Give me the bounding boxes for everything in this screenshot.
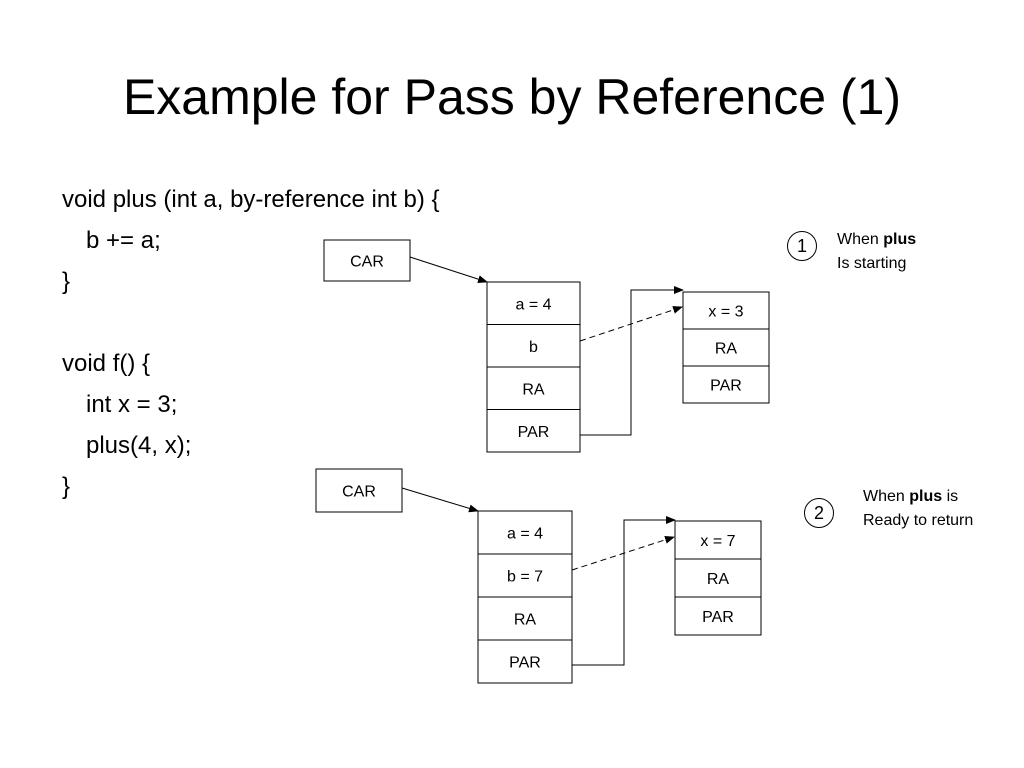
state1-f-frame-0-label: x = 3 [708, 304, 743, 321]
step-1-badge: 1 [787, 231, 817, 261]
state-1-note: When plus Is starting [837, 228, 916, 276]
state-1-note-bold: plus [883, 231, 917, 248]
state2-f-frame-0-label: x = 7 [700, 533, 735, 550]
state1-car-arrow [409, 256, 488, 284]
code-line: void f() { [62, 350, 151, 377]
code-line: plus(4, x); [86, 432, 192, 459]
state-1-note-line1: When plus [837, 228, 916, 252]
state1-plus-frame-2-label: RA [522, 381, 545, 398]
state2-car-label: CAR [342, 484, 376, 501]
state-1-note-line2: Is starting [837, 255, 907, 272]
state2-plus-frame-2-cell [477, 596, 573, 641]
state2-plus-frame-0-cell [477, 510, 573, 555]
state2-plus-frame-0-label: a = 4 [507, 526, 543, 543]
state2-f-frame-1-label: RA [707, 571, 730, 588]
state2-f-frame-1-cell [674, 558, 762, 598]
state2-plus-frame-3-cell [477, 639, 573, 684]
slide-title: Example for Pass by Reference (1) [122, 69, 902, 125]
state1-f-frame-2-label: PAR [710, 378, 742, 395]
state1-plus-frame-3-cell [486, 409, 581, 453]
state1-f-frame-1-cell [682, 328, 770, 367]
code-line: void plus (int a, by-reference int b) { [62, 186, 440, 213]
state1-f-frame-0-cell [682, 291, 770, 330]
step-2-number: 2 [813, 503, 824, 523]
state2-f-frame-2-cell [674, 596, 762, 636]
state-1-note-prefix: When [837, 231, 884, 248]
state2-reference-arrow [571, 535, 675, 571]
state2-plus-frame-1-cell [477, 553, 573, 598]
code-line: b += a; [86, 227, 161, 254]
state1-car-label: CAR [350, 254, 384, 271]
state-2-diagram: CAR a = 4 b = 7 RA PAR x = 7 RA PAR [315, 468, 762, 684]
step-2-badge: 2 [804, 498, 834, 528]
state1-plus-frame-0-label: a = 4 [515, 296, 551, 313]
state-2-note: When plus is Ready to return [863, 485, 973, 533]
state2-car-cell [315, 468, 403, 513]
state1-par-arrow [580, 286, 684, 436]
state2-car-arrow [401, 487, 479, 513]
state-2-note-prefix: When [863, 488, 910, 505]
code-line: int x = 3; [86, 391, 178, 418]
code-line: } [62, 268, 71, 295]
state-2-note-bold: plus [909, 488, 943, 505]
state-2-note-line1: When plus is [863, 485, 973, 509]
state-2-note-line2: Ready to return [863, 512, 974, 529]
state1-f-frame-2-cell [682, 365, 770, 404]
state1-plus-frame-1-cell [486, 324, 581, 368]
state1-f-frame-1-label: RA [715, 341, 738, 358]
state2-plus-frame-1-label: b = 7 [507, 569, 543, 586]
state2-plus-frame-3-label: PAR [509, 655, 541, 672]
state2-f-frame-2-label: PAR [702, 609, 734, 626]
state1-plus-frame-3-label: PAR [518, 424, 550, 441]
step-1-number: 1 [796, 236, 807, 256]
state1-plus-frame-1-label: b [529, 339, 538, 356]
state1-car-cell [323, 239, 411, 282]
code-line: } [62, 473, 71, 500]
state-2-note-suffix: is [942, 488, 959, 505]
state2-plus-frame-2-label: RA [514, 612, 537, 629]
state2-par-arrow [572, 516, 676, 666]
